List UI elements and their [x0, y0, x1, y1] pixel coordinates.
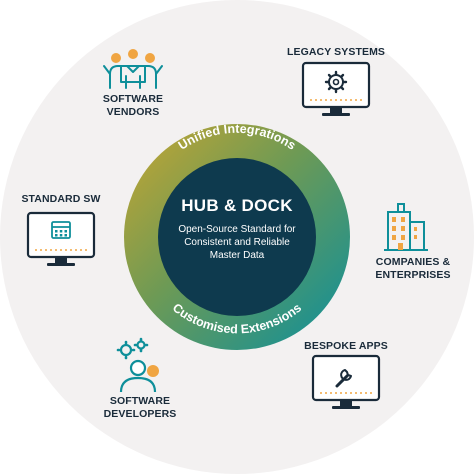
hub-subtitle-line-2: Consistent and Reliable: [184, 237, 290, 248]
label-software-vendors: SOFTWARE VENDORS: [93, 93, 173, 119]
label-standard-sw: STANDARD SW: [16, 193, 106, 206]
label-companies-line-2: ENTERPRISES: [375, 269, 451, 281]
monitor-wrench-icon: [311, 354, 381, 409]
label-software-developers: SOFTWARE DEVELOPERS: [92, 395, 188, 421]
label-legacy-systems: LEGACY SYSTEMS: [286, 46, 386, 59]
label-bespoke-apps-line-1: BESPOKE APPS: [304, 340, 388, 352]
label-software-developers-line-2: DEVELOPERS: [103, 408, 177, 420]
buildings-icon: [384, 203, 428, 251]
label-bespoke-apps: BESPOKE APPS: [301, 340, 391, 353]
people-group-icon: [103, 49, 163, 89]
label-legacy-systems-line-1: LEGACY SYSTEMS: [286, 46, 386, 58]
developer-gears-icon: [116, 337, 159, 393]
label-software-vendors-line-2: VENDORS: [106, 106, 160, 118]
hub-subtitle-line-1: Open-Source Standard for: [178, 224, 296, 235]
label-standard-sw-line-1: STANDARD SW: [21, 193, 101, 205]
hub-core: [158, 158, 316, 316]
monitor-calendar-icon: [26, 211, 96, 266]
label-companies-enterprises: COMPANIES & ENTERPRISES: [368, 256, 458, 282]
hub-subtitle: Open-Source Standard for Consistent and …: [164, 223, 310, 262]
label-software-vendors-line-1: SOFTWARE: [102, 93, 164, 105]
hub-title: HUB & DOCK: [181, 196, 293, 215]
label-companies-line-1: COMPANIES &: [375, 256, 451, 268]
monitor-gear-icon: [301, 61, 371, 116]
hub-subtitle-line-3: Master Data: [209, 250, 265, 261]
label-software-developers-line-1: SOFTWARE: [109, 395, 171, 407]
